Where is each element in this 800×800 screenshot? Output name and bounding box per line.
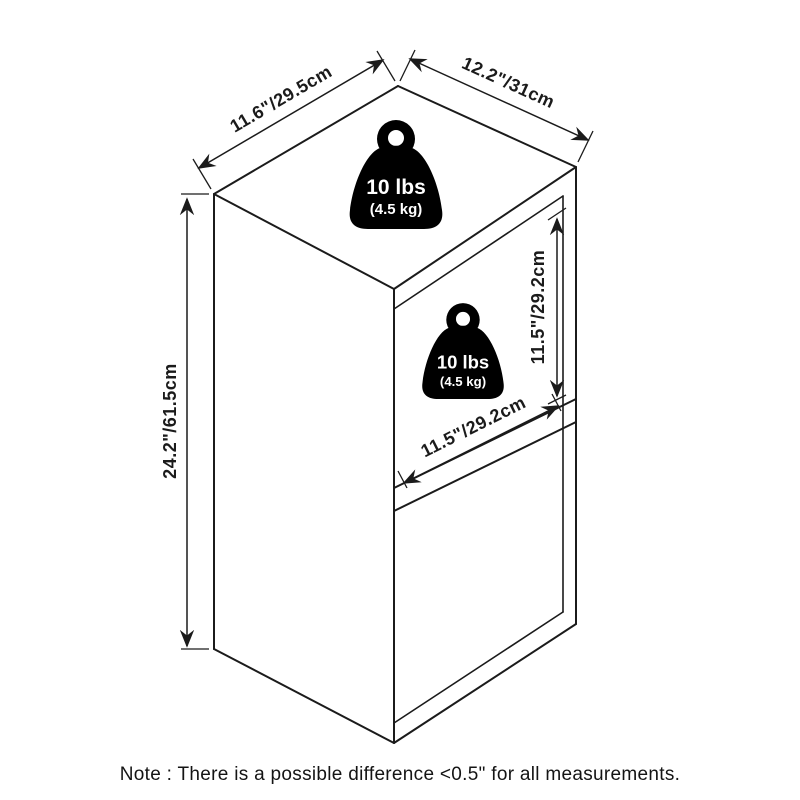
weight-handle-hole	[388, 130, 404, 146]
interior-bottom-panel-edge	[393, 611, 564, 724]
extension-tick	[192, 158, 212, 190]
dimension-label-height: 24.2"/61.5cm	[160, 363, 180, 479]
measurement-note: Note : There is a possible difference <0…	[120, 764, 680, 785]
top-edge-front-left	[213, 193, 395, 290]
top-edge-front-right	[393, 166, 577, 290]
dimension-arrow	[408, 58, 590, 141]
weight-capacity-lbs: 10 lbs	[437, 351, 489, 372]
interior-top-panel-edge	[393, 195, 564, 310]
extension-tick	[399, 49, 416, 82]
weight-body	[349, 145, 443, 229]
weight-capacity-lbs: 10 lbs	[366, 176, 426, 199]
extension-tick	[376, 50, 396, 82]
weight-handle-hole	[455, 311, 471, 326]
weight-capacity-kg: (4.5 kg)	[370, 201, 423, 218]
weight-capacity-icon-top: 10 lbs (4.5 kg)	[349, 120, 443, 229]
bottom-edge-left	[213, 648, 395, 744]
dimension-arrow	[402, 405, 560, 484]
dimension-label-inner-height: 11.5"/29.2cm	[528, 250, 548, 365]
bottom-edge-right	[393, 623, 577, 744]
weight-body	[422, 325, 504, 400]
dimension-inner-height: 11.5"/29.2cm	[528, 207, 567, 405]
weight-capacity-kg: (4.5 kg)	[440, 374, 486, 389]
dimension-arrow	[197, 59, 385, 169]
extension-tick	[577, 130, 594, 163]
dimension-overall-height: 24.2"/61.5cm	[160, 193, 209, 650]
weight-capacity-icon-shelf: 10 lbs (4.5 kg)	[422, 303, 504, 400]
